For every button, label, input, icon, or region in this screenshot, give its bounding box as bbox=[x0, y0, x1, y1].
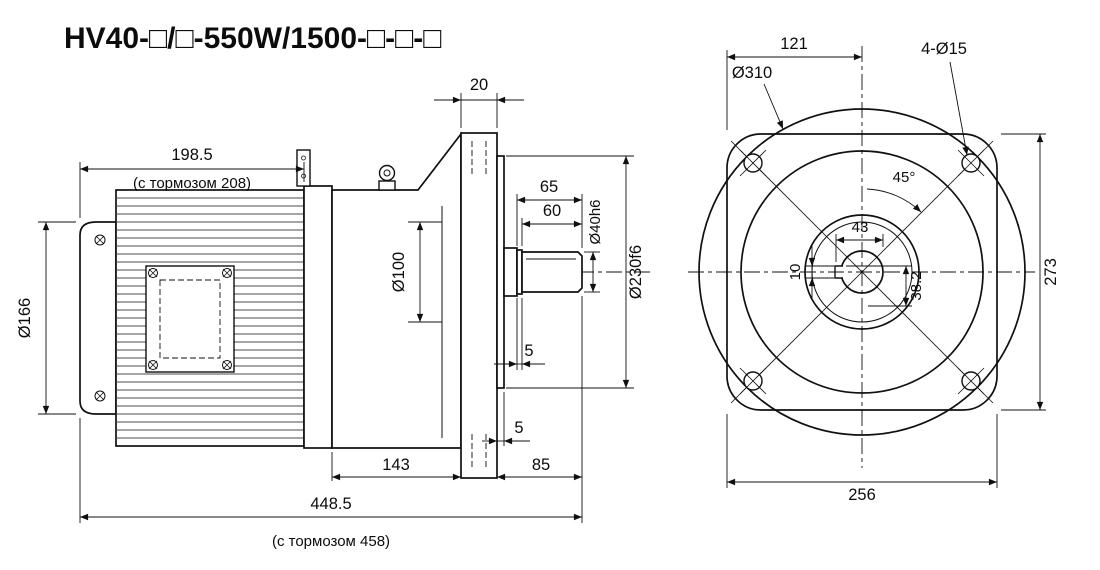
dim-hole-angle: 45° bbox=[866, 169, 922, 213]
gearbox-length-label: 143 bbox=[382, 456, 410, 474]
motor-frame-inner bbox=[159, 279, 221, 359]
dim-spigot-step: 5 bbox=[482, 392, 530, 446]
dim-housing-dia: Ø310 bbox=[732, 64, 784, 130]
overall-length-label: 448.5 bbox=[310, 495, 351, 513]
dim-flange-thickness: 20 bbox=[434, 76, 524, 128]
keyway-span-label: 43 bbox=[852, 219, 869, 236]
eyebolt bbox=[378, 164, 396, 191]
dim-shaft-dia: Ø40h6 bbox=[584, 199, 604, 293]
mounting-bolt-holes bbox=[739, 149, 985, 395]
dim-flange-height: 273 bbox=[1001, 133, 1060, 411]
dim-center-offset: 121 bbox=[726, 35, 862, 130]
end-cap-bolts bbox=[94, 234, 106, 402]
center-offset-label: 121 bbox=[780, 35, 808, 53]
dim-shaft-overhang: 85 bbox=[497, 296, 583, 523]
flange-spigot bbox=[496, 155, 505, 389]
dim-bore-dia: Ø100 bbox=[390, 222, 424, 322]
shaft-total-label: 65 bbox=[540, 178, 558, 196]
output-shaft bbox=[503, 247, 583, 297]
motor-end-cap bbox=[79, 221, 117, 415]
motor-dia-label: Ø166 bbox=[16, 298, 34, 338]
overall-length-brake-label: (с тормозом 458) bbox=[272, 533, 390, 550]
gearbox-housing bbox=[331, 131, 462, 449]
housing-dia-label: Ø310 bbox=[732, 64, 772, 82]
dim-motor-dia: Ø166 bbox=[16, 221, 76, 415]
adapter-ring bbox=[303, 185, 333, 449]
terminal-plate bbox=[296, 149, 311, 187]
front-view: 121 Ø310 4-Ø15 45° 43 bbox=[688, 35, 1060, 504]
flange-bolt-holes-hidden bbox=[471, 141, 487, 470]
dim-keyway-span: 43 bbox=[835, 219, 884, 262]
output-flange bbox=[460, 132, 498, 479]
hole-angle-label: 45° bbox=[893, 169, 916, 186]
dim-spigot-dia: Ø230f6 bbox=[506, 155, 645, 389]
dim-keyway-depth: 38.2 bbox=[846, 265, 925, 307]
drawing-title: HV40-□/□-550W/1500-□-□-□ bbox=[64, 22, 442, 55]
dim-motor-length: 198.5 (с тормозом 208) bbox=[79, 146, 305, 218]
terminal-hole bbox=[301, 155, 306, 161]
dim-keyway-width: 10 bbox=[787, 244, 834, 300]
flange-height-label: 273 bbox=[1042, 258, 1060, 286]
shaft-dia-label: Ø40h6 bbox=[587, 199, 604, 244]
dim-shaft-lengths: 65 60 bbox=[516, 178, 583, 248]
frame-bolts bbox=[148, 268, 232, 370]
motor-length-label: 198.5 bbox=[171, 146, 212, 164]
dim-shoulder-step: 5 bbox=[494, 298, 545, 370]
terminal-hole bbox=[301, 173, 306, 179]
shoulder-step-label: 5 bbox=[524, 342, 533, 360]
motor-length-brake-label: (с тормозом 208) bbox=[133, 175, 251, 192]
flange-width-label: 256 bbox=[848, 486, 876, 504]
motor-frame bbox=[145, 265, 235, 373]
flange-thickness-label: 20 bbox=[470, 76, 488, 94]
bore-dia-label: Ø100 bbox=[390, 252, 408, 292]
dim-overall-length: 448.5 (с тормозом 458) bbox=[79, 418, 582, 550]
mounting-holes-label: 4-Ø15 bbox=[921, 40, 967, 58]
dim-gearbox-length: 143 bbox=[331, 452, 461, 481]
shaft-overhang-label: 85 bbox=[532, 456, 550, 474]
spigot-dia-label: Ø230f6 bbox=[627, 245, 645, 299]
keyway-width-label: 10 bbox=[787, 264, 804, 281]
dim-flange-width: 256 bbox=[726, 414, 998, 504]
spigot-step-label: 5 bbox=[514, 419, 523, 437]
keyway-depth-label: 38.2 bbox=[908, 271, 925, 300]
side-view: 198.5 (с тормозом 208) 20 65 60 bbox=[16, 76, 652, 550]
shaft-usable-label: 60 bbox=[543, 202, 561, 220]
dim-mounting-holes: 4-Ø15 bbox=[921, 40, 969, 156]
